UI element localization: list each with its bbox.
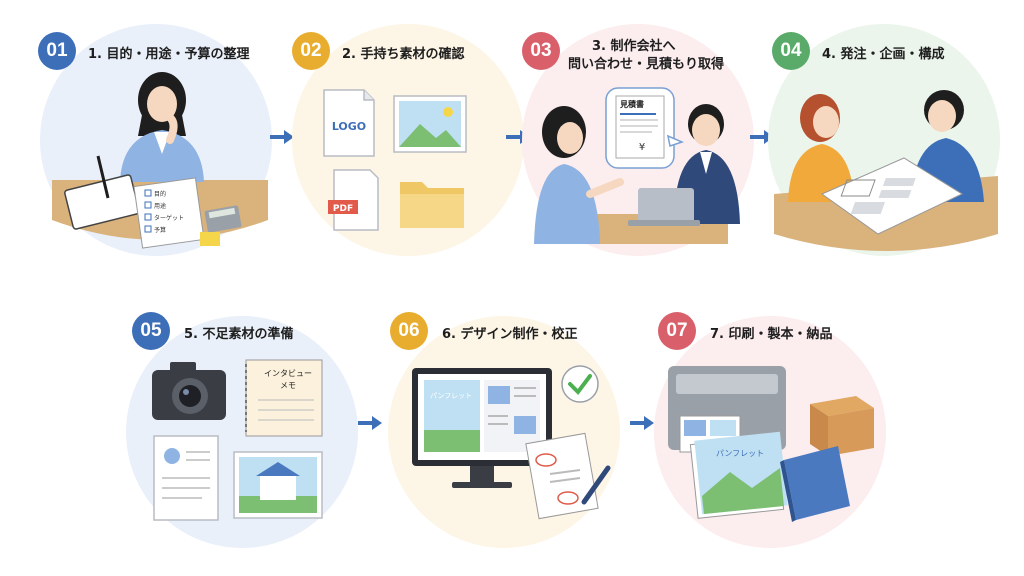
step-06-label: 6. デザイン制作・校正 [442,327,578,342]
memo-line-2: メモ [280,381,296,390]
step-01-badge: 01 [38,32,76,70]
checklist-item-2: 用途 [154,202,166,210]
estimate-title: 見積書 [619,99,644,109]
step-06-badge: 06 [390,312,428,350]
pamphlet-stack-icon: パンフレット [689,431,788,519]
proof-sheet-icon [525,432,599,520]
step-01-label: 1. 目的・用途・予算の整理 [88,47,250,62]
arrow-6-to-7 [630,416,654,430]
bound-book-icon [780,446,850,522]
building-photo-icon [233,451,323,519]
pdf-text: PDF [333,204,353,214]
step-02-illustration: LOGO PDF [323,89,467,231]
step-07-badge: 07 [658,312,696,350]
logo-text: LOGO [332,120,366,133]
profile-document-icon [153,435,219,521]
book-pamphlet-text: パンフレット [716,449,764,458]
layout-plan-icon [820,157,964,235]
step-04-label: 4. 発注・企画・構成 [822,47,945,62]
arrow-1-to-2 [270,130,294,144]
step-03-illustration: 見積書 ¥ [534,87,740,244]
step-05-badge: 05 [132,312,170,350]
step-05-label: 5. 不足素材の準備 [184,327,294,342]
logo-file-icon: LOGO [323,89,375,157]
step-03-label-line1: 3. 制作会社へ [592,39,676,54]
check-mark-icon [561,365,599,403]
arrow-5-to-6 [358,416,382,430]
checklist-item-1: 目的 [154,190,166,198]
pdf-file-icon: PDF [328,169,379,231]
cardboard-box-icon [810,396,874,456]
screen-pamphlet-text: パンフレット [430,392,472,400]
yen-symbol: ¥ [639,142,645,153]
step-06-illustration: パンフレット [412,365,611,520]
step-04-badge: 04 [772,32,810,70]
calculator-icon [204,205,242,233]
folder-icon [400,182,464,228]
laptop-icon [628,188,700,226]
step-03-label-line2: 問い合わせ・見積もり取得 [568,57,725,72]
memo-line-1: インタビュー [264,369,312,378]
step-04-illustration [774,90,998,251]
sticky-note-icon [200,232,220,246]
image-file-icon [393,95,467,153]
step-07-illustration: パンフレット [668,366,874,522]
step-05-illustration: インタビュー メモ [152,359,323,521]
checklist-item-4: 予算 [154,226,166,234]
step-01-illustration: 目的 用途 ターゲット 予算 [52,72,268,249]
camera-icon [152,362,226,420]
step-07-label: 7. 印刷・製本・納品 [710,327,833,342]
step-02-badge: 02 [292,32,330,70]
pen-icon [581,465,611,505]
interview-memo-icon: インタビュー メモ [245,359,323,437]
step-03-badge: 03 [522,32,560,70]
step-02-label: 2. 手持ち素材の確認 [342,47,465,62]
checklist-item-3: ターゲット [154,214,184,222]
